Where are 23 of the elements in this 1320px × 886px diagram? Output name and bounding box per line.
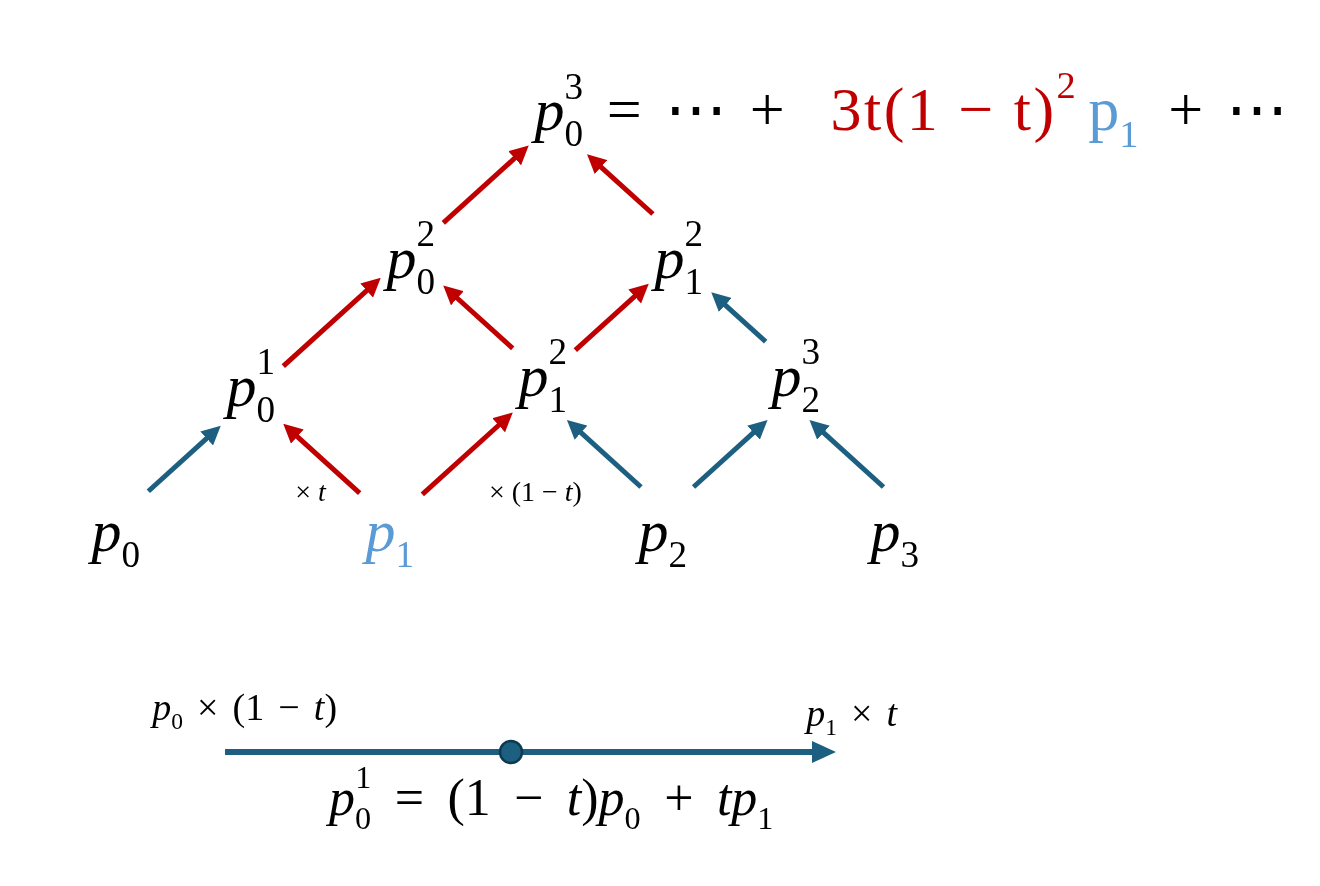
arrow — [281, 277, 381, 368]
equation-term: p$_{1}$ — [1087, 74, 1140, 153]
math-formula: p$_{0}$ × (1 − t) — [150, 684, 339, 734]
math-label: p$_{2}$ — [634, 489, 694, 573]
math-formula: p$_{1}$ × t — [804, 690, 899, 740]
arrow — [809, 419, 886, 489]
equation-term: 3t(1 − t)$^{2}$ — [829, 66, 1080, 146]
arrow — [691, 419, 768, 489]
arrow — [441, 145, 529, 225]
equation-term: = ⋯ + — [605, 74, 786, 146]
math-formula: p$_{0}$$^{1}$ = (1 − t)p$_{0}$ + tp$_{1}$ — [326, 762, 779, 835]
math-label: p$_{0}$ — [87, 489, 147, 573]
math-label: p$_{1}$ — [361, 489, 421, 573]
arrow — [566, 419, 643, 489]
arrow — [420, 412, 513, 497]
arrow — [283, 423, 362, 495]
arrow — [443, 285, 515, 351]
arrow — [711, 292, 768, 344]
arrow — [146, 425, 221, 494]
math-label: p$_{3}$ — [866, 489, 926, 573]
equation-term: + ⋯ — [1167, 74, 1290, 146]
arrow — [573, 283, 649, 353]
arrow — [587, 154, 655, 216]
